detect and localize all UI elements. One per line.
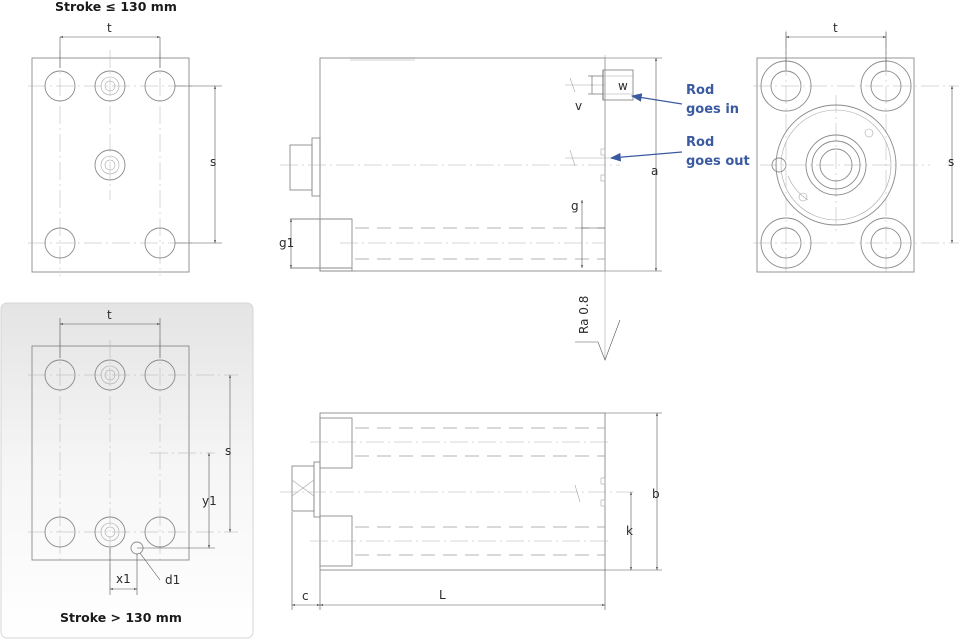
bolt-hole xyxy=(44,70,76,102)
dim-s-label: s xyxy=(948,155,954,169)
rod-in-note-line2: goes in xyxy=(686,102,739,117)
dim-s-label: s xyxy=(225,444,231,458)
bolt-hole xyxy=(94,149,126,181)
bolt-hole xyxy=(870,227,902,259)
dim-L-label: L xyxy=(439,588,446,602)
bolt-hole xyxy=(94,516,126,548)
dim-a-label: a xyxy=(651,164,658,178)
side-view-top xyxy=(280,55,662,361)
dim-k-label: k xyxy=(626,524,633,538)
front-view-small-stroke xyxy=(28,35,222,276)
dim-w-label: w xyxy=(618,79,628,93)
dim-g1-label: g1 xyxy=(279,236,294,250)
rod-in-arrow xyxy=(630,93,683,105)
plate-outline xyxy=(31,57,190,273)
bolt-hole xyxy=(870,70,902,102)
bolt-hole xyxy=(94,70,126,102)
bolt-hole xyxy=(44,516,76,548)
dim-v-label: v xyxy=(575,99,582,113)
front-view-large-stroke xyxy=(28,318,238,595)
bolt-hole xyxy=(770,70,802,102)
rod-out-arrow xyxy=(609,151,683,162)
dim-t-label: t xyxy=(107,21,112,35)
bolt-hole xyxy=(770,227,802,259)
dim-c-label: c xyxy=(302,589,309,603)
plate-outline xyxy=(756,57,915,273)
bolt-hole xyxy=(144,359,176,391)
bolt-hole xyxy=(94,359,126,391)
dim-x1-label: x1 xyxy=(116,572,131,586)
side-view-bottom xyxy=(280,412,662,610)
body-outline xyxy=(319,412,606,571)
bolt-hole xyxy=(44,227,76,259)
dim-s-label: s xyxy=(210,155,216,169)
rod-in-note-line1: Rod xyxy=(686,83,714,98)
dim-b-label: b xyxy=(652,487,660,501)
dim-t-label: t xyxy=(107,308,112,322)
rod-out-note-line2: goes out xyxy=(686,154,750,169)
body-outline xyxy=(319,57,606,272)
dim-y1-label: y1 xyxy=(202,494,217,508)
roughness-label: Ra 0.8 xyxy=(577,296,591,334)
stroke-large-panel xyxy=(0,302,254,639)
bolt-hole xyxy=(44,359,76,391)
side-pin xyxy=(771,157,787,173)
flange-outer xyxy=(775,104,897,226)
end-view xyxy=(753,30,959,276)
stroke-large-header: Stroke > 130 mm xyxy=(60,610,182,625)
dim-d1-label: d1 xyxy=(165,573,180,587)
stroke-small-header: Stroke ≤ 130 mm xyxy=(55,0,177,14)
bolt-hole xyxy=(144,516,176,548)
rod-out-note-line1: Rod xyxy=(686,135,714,150)
dim-g-label: g xyxy=(571,199,579,213)
dim-t-label: t xyxy=(833,21,838,35)
rod-bore xyxy=(819,148,853,182)
